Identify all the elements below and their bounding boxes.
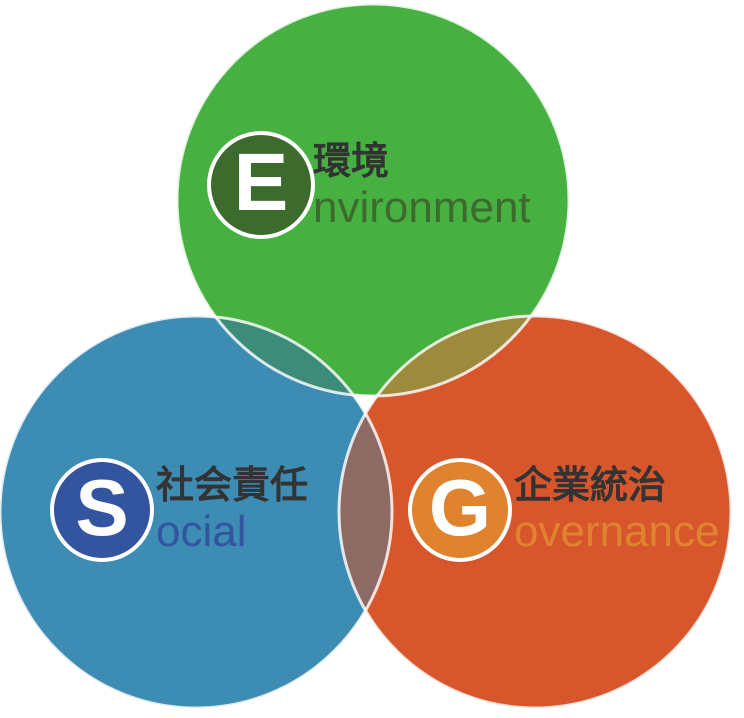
badge-social: S	[50, 458, 154, 562]
label-english-governance: overnance	[514, 506, 720, 556]
label-texts-social: 社会責任 ocial	[156, 464, 309, 556]
label-english-environment: nvironment	[313, 182, 531, 232]
badge-letter-social: S	[75, 463, 129, 552]
badge-letter-governance: G	[428, 463, 492, 552]
circle-governance	[339, 316, 731, 708]
circle-outline-environment	[175, 2, 571, 398]
label-japanese-governance: 企業統治	[514, 464, 667, 507]
label-texts-governance: 企業統治 overnance	[514, 464, 720, 556]
circle-environment	[177, 4, 569, 396]
circle-social	[0, 316, 392, 708]
circle-outline-social	[0, 314, 394, 710]
circle-outline-governance	[337, 314, 733, 710]
label-group-social: S 社会責任 ocial	[50, 458, 308, 562]
label-english-social: ocial	[156, 506, 247, 556]
label-japanese-environment: 環境	[313, 140, 390, 183]
label-japanese-social: 社会責任	[156, 464, 309, 507]
label-texts-environment: 環境 nvironment	[313, 140, 531, 232]
badge-governance: G	[408, 458, 512, 562]
badge-letter-environment: E	[233, 137, 289, 228]
label-group-governance: G 企業統治 overnance	[408, 458, 719, 562]
label-group-environment: E 環境 nvironment	[207, 131, 531, 239]
badge-environment: E	[207, 131, 315, 239]
